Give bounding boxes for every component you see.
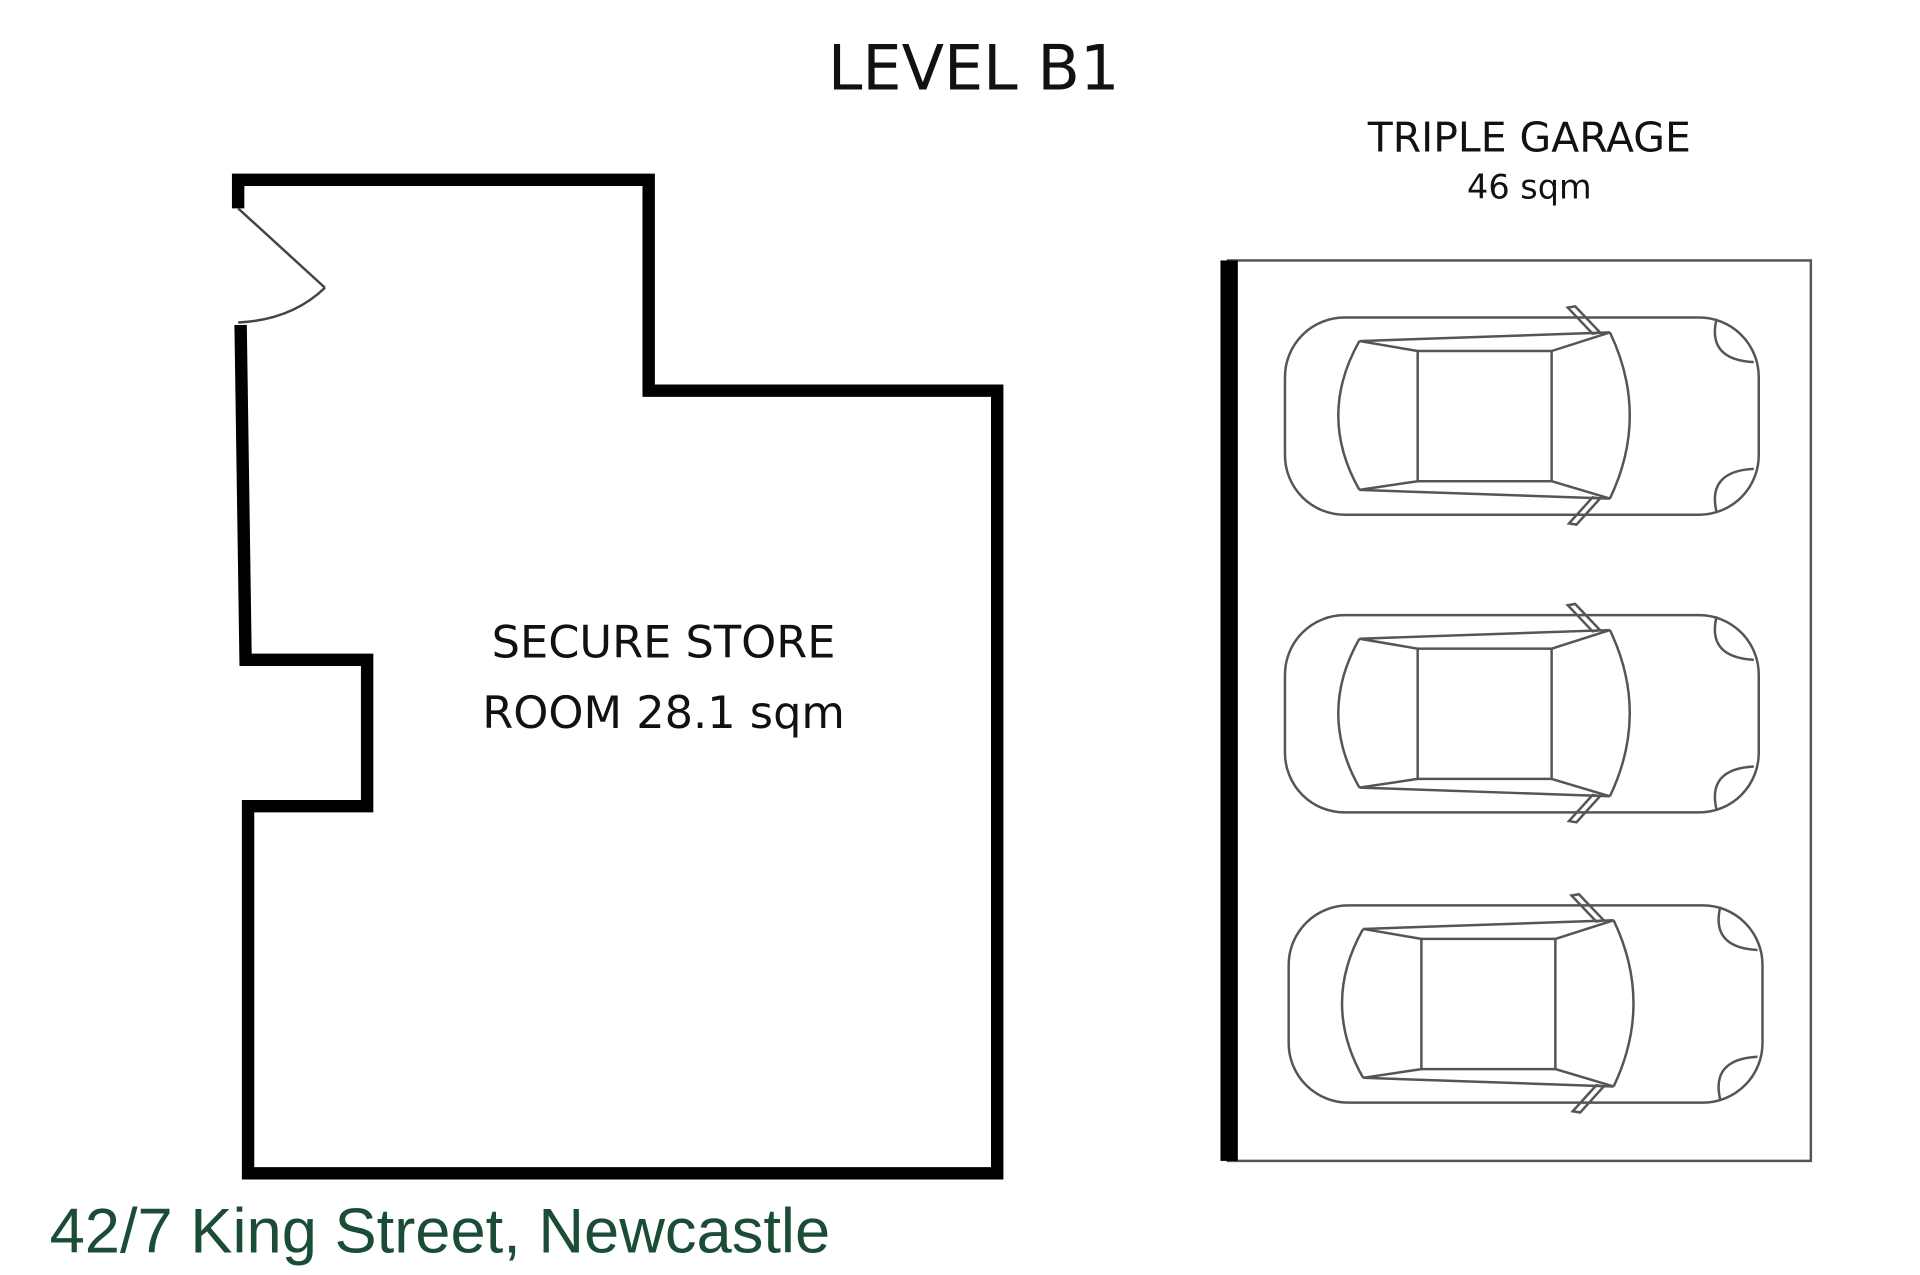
store-room-label-line2: ROOM 28.1 sqm <box>482 687 845 739</box>
car-icon <box>1283 602 1760 824</box>
door-icon <box>237 207 326 324</box>
car-icon <box>1287 892 1764 1114</box>
level-title: LEVEL B1 <box>828 31 1120 104</box>
garage-area: 46 sqm <box>1467 167 1592 206</box>
garage-wall <box>1220 260 1238 1161</box>
store-room-walls <box>231 173 1004 1180</box>
garage-outline <box>1226 259 1813 1163</box>
property-address: 42/7 King Street, Newcastle <box>50 1197 831 1267</box>
car-icon <box>1283 305 1760 526</box>
store-room-label-line1: SECURE STORE <box>492 616 836 668</box>
garage-name: TRIPLE GARAGE <box>1367 113 1691 161</box>
